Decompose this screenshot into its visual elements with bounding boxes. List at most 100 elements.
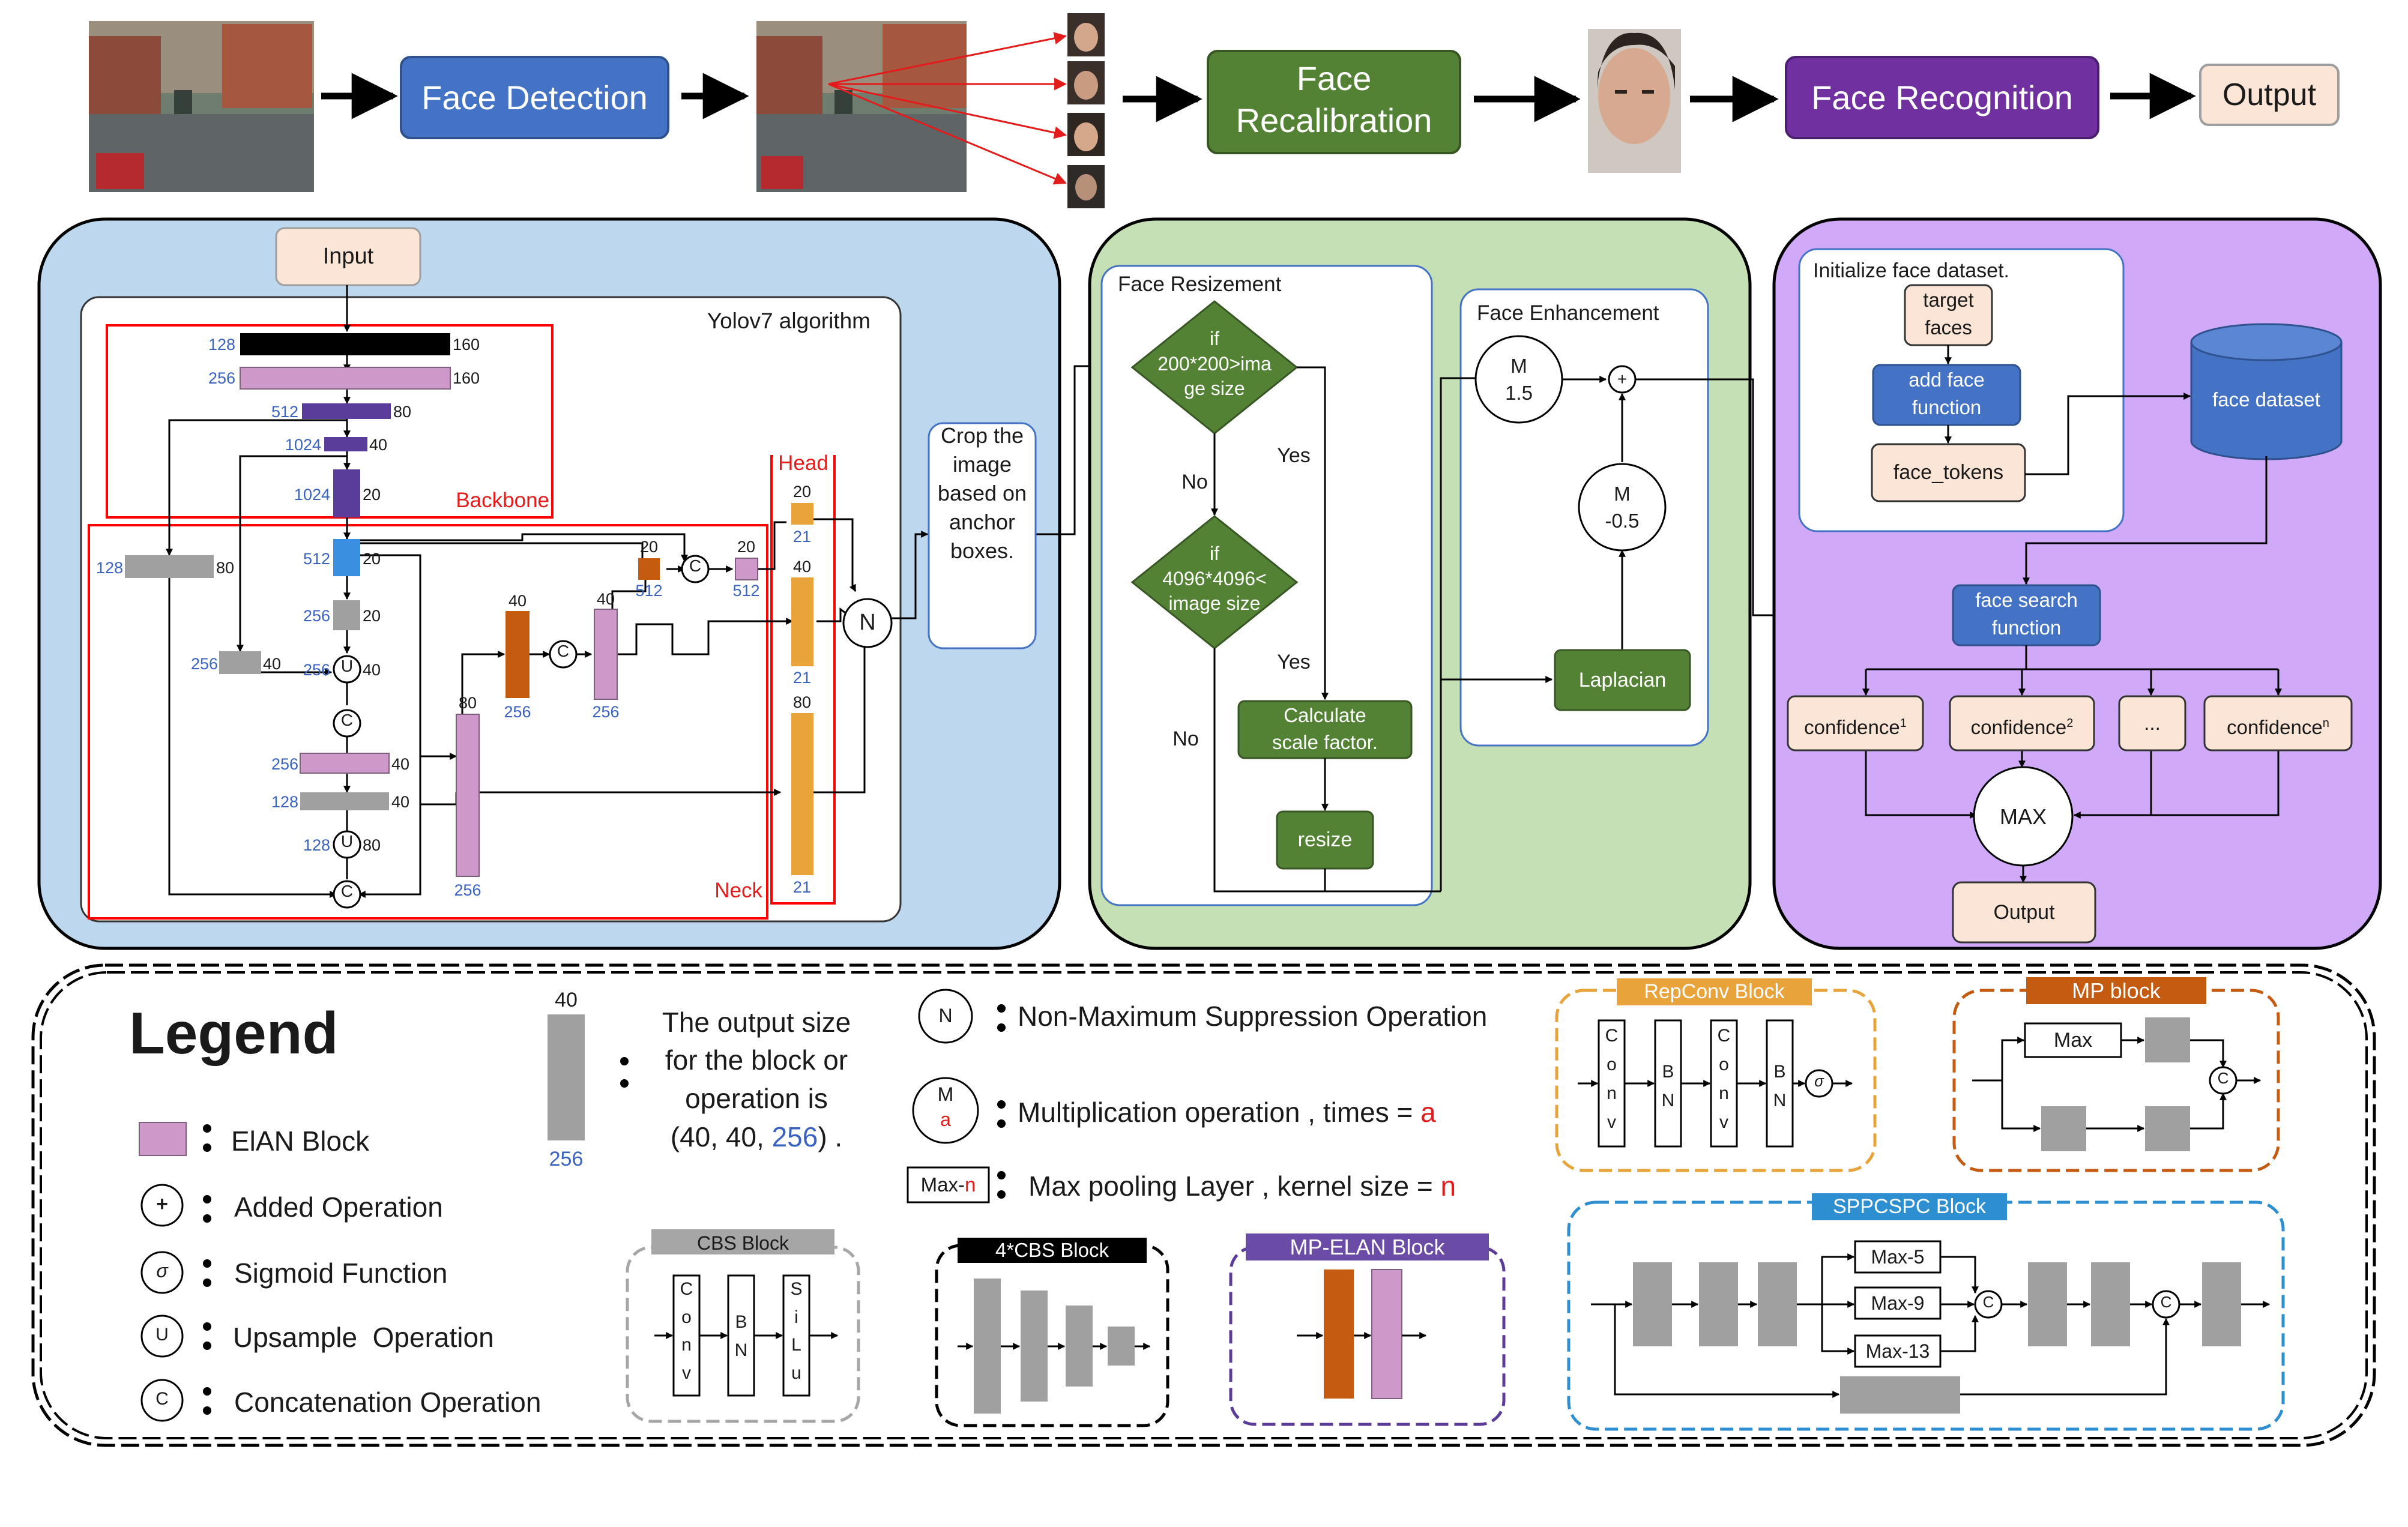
- upsample-node-1: [333, 655, 361, 684]
- mpelan-block-title-bg: [1246, 1233, 1489, 1260]
- size-u1-sz: 40: [363, 661, 381, 679]
- size-b5-ch: 1024: [294, 486, 330, 504]
- concat-node-2: [333, 880, 361, 909]
- face-detection-label: Face Detection: [421, 79, 648, 116]
- m-node-2-label: M -0.5: [1605, 483, 1640, 532]
- mpelan-block-frame: [1229, 1245, 1506, 1426]
- block-head-1: [791, 503, 813, 525]
- max-node-label: MAX: [1999, 804, 2047, 829]
- concat-node-4: [681, 555, 710, 583]
- legend-size-sample: [548, 1014, 585, 1140]
- legend-a-glyph: a: [940, 1109, 951, 1130]
- size-side2-ch: 128: [95, 559, 123, 577]
- size-h3-top: 80: [792, 693, 812, 711]
- block-elan-pk2: [735, 558, 758, 580]
- mp-block-title-bg: [2026, 977, 2206, 1004]
- block-side-128: [125, 555, 214, 578]
- legend-colons: [203, 1004, 1006, 1415]
- legend-elan-text: ElAN Block: [231, 1125, 370, 1157]
- size-h3-bot: 21: [792, 878, 812, 896]
- cbs-bn-label: B N: [734, 1312, 748, 1360]
- size-n2-ch: 256: [303, 607, 330, 625]
- legend-title: Legend: [129, 1000, 339, 1066]
- confidence-1-box: [1787, 695, 1924, 751]
- face-dataset-label: face dataset: [2212, 388, 2320, 411]
- legend-output-size-line4: (40, 40, 256) .: [670, 1121, 843, 1152]
- legend-add-symbol: [140, 1184, 184, 1227]
- legend-nms-symbol: [918, 989, 973, 1044]
- cbs4-block-title: 4*CBS Block: [995, 1239, 1109, 1261]
- concat-node-3-label: C: [557, 642, 570, 660]
- size-h2-top: 40: [792, 558, 812, 576]
- concat-node-2-label: C: [340, 882, 354, 900]
- cbs-block-title-bg: [651, 1229, 834, 1254]
- legend-mult-text: Multiplication operation , times = a: [1018, 1097, 1436, 1128]
- face-tokens-label: face_tokens: [1893, 461, 2004, 484]
- scene-photo-1: [89, 21, 314, 192]
- legend-sigma-glyph: σ: [156, 1260, 168, 1282]
- block-elan-p1: [456, 714, 480, 877]
- legend-output-size-line2: for the block or: [665, 1044, 848, 1076]
- add-node: [1608, 365, 1637, 394]
- m-node-1-label: M 1.5: [1505, 355, 1533, 404]
- legend-concat-symbol: [140, 1379, 184, 1422]
- legend-nms-text: Non-Maximum Suppression Operation: [1018, 1001, 1488, 1032]
- size-h2-bot: 21: [792, 669, 812, 687]
- face-detection-box: [400, 56, 669, 139]
- size-e1-ch: 256: [271, 755, 298, 773]
- block-head-3: [791, 713, 813, 875]
- laplacian-box: [1554, 649, 1691, 711]
- legend-panel: [31, 963, 2376, 1447]
- yolo-title: Yolov7 algorithm: [707, 309, 871, 333]
- repconv-block-frame: [1555, 989, 1877, 1172]
- block-conv-128: [240, 333, 450, 355]
- block-mp-1024: [324, 437, 367, 451]
- size-pk1-bot: 256: [592, 703, 620, 721]
- rep-bn-label-2: B N: [1773, 1062, 1787, 1110]
- no-label-2: No: [1172, 727, 1199, 750]
- decision-1-label: if 200*200>ima ge size: [1157, 328, 1272, 400]
- cbs-block-title: CBS Block: [697, 1232, 789, 1254]
- spp-max9-label: Max-9: [1871, 1292, 1925, 1314]
- neck-frame: [88, 524, 768, 920]
- face-crop-arrows: [828, 32, 1067, 185]
- size-pk1-top: 40: [596, 590, 615, 608]
- block-mp-512: [302, 403, 391, 419]
- size-n1-ch: 512: [303, 550, 330, 568]
- legend-mult-symbol: [912, 1077, 979, 1144]
- size-b3-sz: 80: [393, 403, 412, 421]
- recal-connections: [1211, 366, 1991, 893]
- size-g1-ch: 128: [271, 793, 298, 811]
- rep-sigma-label: σ: [1814, 1072, 1824, 1090]
- size-b2-sz: 160: [453, 369, 480, 387]
- pipeline-output-box: [2199, 64, 2340, 126]
- upsample-node-1-label: U: [340, 657, 354, 675]
- pipeline-output-label: Output: [2222, 77, 2317, 112]
- block-cbs-n1: [300, 792, 389, 810]
- size-u1-ch: 256: [303, 661, 330, 679]
- legend-c-glyph: C: [155, 1389, 169, 1409]
- add-face-box: [1872, 364, 2021, 426]
- scene-photo-2: [756, 21, 967, 192]
- size-b2-ch: 256: [208, 369, 235, 387]
- nms-node: [842, 598, 893, 648]
- input-box: [275, 227, 421, 286]
- cbs-conv-label: C o n v: [680, 1279, 693, 1383]
- mpelan-block-title: MP-ELAN Block: [1290, 1235, 1445, 1259]
- spp-max5-box: [1854, 1240, 1942, 1274]
- confidence-n-box: [2203, 695, 2353, 751]
- resize-label: resize: [1297, 828, 1353, 851]
- head-label: Head: [773, 450, 833, 477]
- face-recalibration-box: [1207, 50, 1461, 154]
- laplacian-label: Laplacian: [1578, 669, 1667, 691]
- block-mp-o1: [505, 611, 530, 698]
- upsample-node-2: [333, 830, 361, 859]
- m-node-2: [1578, 463, 1667, 552]
- yolo-panel: [37, 217, 1130, 950]
- confidence-2-box: [1949, 695, 2095, 751]
- face-search-label: face search function: [1975, 589, 2078, 639]
- face-resizement-title: Face Resizement: [1118, 273, 1282, 296]
- decision-2-label: if 4096*4096< image size: [1162, 543, 1267, 615]
